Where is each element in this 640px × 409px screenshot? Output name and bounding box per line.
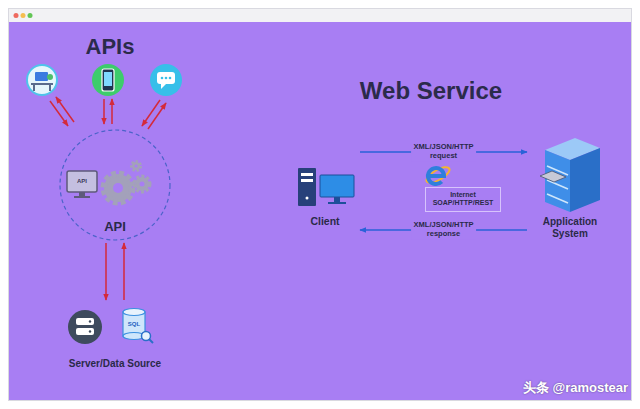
chat-icon xyxy=(161,83,167,89)
client-arrows xyxy=(50,97,166,129)
client-computer-icon xyxy=(298,168,354,206)
client-computer-icon xyxy=(306,197,309,200)
phone-icon xyxy=(104,72,112,86)
api-gears-icon xyxy=(135,165,138,168)
server-icon xyxy=(76,318,94,325)
server-icon xyxy=(68,310,102,344)
client-computer-icon xyxy=(301,179,313,182)
internet-logo xyxy=(424,164,452,186)
database-icon xyxy=(149,339,153,343)
server-rack-icon xyxy=(547,194,568,203)
api-gears-icon xyxy=(135,177,149,191)
node-label: Client xyxy=(310,215,339,228)
window-frame xyxy=(21,13,26,18)
api-gears-icon xyxy=(140,182,145,187)
api-gears-icon xyxy=(113,183,123,193)
node-label: Server/Data Source xyxy=(69,358,161,370)
chat-icon xyxy=(161,77,164,80)
api-gears-icon xyxy=(67,162,149,202)
database-icon xyxy=(123,309,145,316)
connector-group xyxy=(106,152,527,300)
diagram-title: APIs xyxy=(86,34,135,59)
diagram-title: Web Service xyxy=(360,77,502,105)
api-gears-icon xyxy=(132,162,140,170)
desk-icon xyxy=(27,65,57,95)
server-rack-icon xyxy=(570,148,600,212)
window-frame xyxy=(8,8,632,401)
internet-box: Internet SOAP/HTTP/REST xyxy=(425,187,501,212)
client-arrows xyxy=(142,100,160,126)
server-icon xyxy=(89,320,91,322)
client-computer-icon xyxy=(334,197,340,202)
server-icon xyxy=(89,330,91,332)
server-rack-icon xyxy=(540,138,600,212)
window-frame xyxy=(28,13,33,18)
connector-arrow xyxy=(105,243,107,300)
window-frame xyxy=(9,9,631,400)
client-computer-icon xyxy=(328,202,346,204)
chat-icon xyxy=(169,77,172,80)
connector-label: XML/JSON/HTTP response xyxy=(411,220,477,239)
window-frame xyxy=(8,8,632,401)
application-node: Application System xyxy=(527,138,613,248)
api-gears-icon xyxy=(79,192,85,196)
api-gears-icon xyxy=(74,196,90,198)
client-computer-icon xyxy=(301,173,313,176)
api-circle: API xyxy=(59,129,171,241)
server-icon xyxy=(68,310,102,344)
client-arrows xyxy=(148,103,166,129)
client-node: Client xyxy=(290,145,360,238)
server-rack-icon xyxy=(540,171,566,182)
phone-icon xyxy=(92,64,124,96)
chat-icon xyxy=(157,72,175,84)
client-arrows xyxy=(111,99,113,124)
desk-icon xyxy=(47,74,53,80)
watermark: 头条 @ramostear xyxy=(523,381,628,396)
client-arrows xyxy=(50,101,68,126)
server-rack-icon xyxy=(545,150,570,212)
circle-outline xyxy=(60,130,170,240)
database-icon xyxy=(123,309,153,344)
desk-icon xyxy=(33,85,35,91)
chat-icon xyxy=(150,64,182,96)
internet-logo xyxy=(424,164,452,186)
window-frame xyxy=(14,13,19,18)
desk-icon xyxy=(27,65,57,95)
chat-icon xyxy=(150,64,182,96)
window-frame xyxy=(9,9,631,22)
node-label: API xyxy=(104,219,126,235)
server-icon xyxy=(76,328,94,335)
icon-text: API xyxy=(77,178,87,185)
desk-icon xyxy=(31,83,53,85)
client-computer-icon xyxy=(320,175,354,197)
phone-icon xyxy=(102,69,114,91)
chat-icon xyxy=(165,77,168,80)
desk-icon xyxy=(35,72,48,81)
desk-icon xyxy=(49,85,51,91)
internet-logo xyxy=(428,168,444,184)
api-gears-icon xyxy=(104,174,132,202)
connector-label: XML/JSON/HTTP request xyxy=(411,142,477,161)
node-label: Internet SOAP/HTTP/REST xyxy=(433,191,494,208)
server-rack-icon xyxy=(547,180,568,189)
client-arrows xyxy=(103,99,105,124)
phone-icon xyxy=(92,64,124,96)
node-label: Application System xyxy=(543,216,597,240)
server-group: Server/Data Source xyxy=(60,302,170,376)
client-arrows xyxy=(56,97,74,122)
icon-text: SQL xyxy=(128,321,140,328)
client-computer-icon xyxy=(298,168,316,206)
api-gears-icon xyxy=(67,171,97,192)
connector-arrow xyxy=(123,243,125,300)
